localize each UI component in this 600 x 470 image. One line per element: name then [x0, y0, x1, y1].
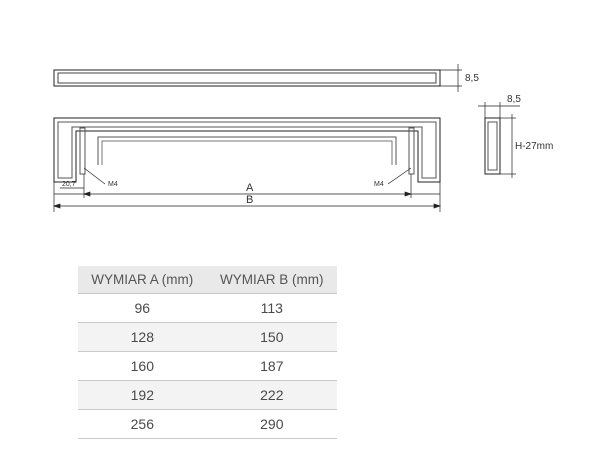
cell-b: 113 — [206, 293, 337, 323]
table-row: 256 290 — [78, 409, 337, 439]
handle-front-view — [53, 117, 441, 183]
cell-b: 222 — [206, 380, 337, 410]
cell-a: 160 — [78, 351, 207, 381]
cell-a: 192 — [78, 380, 207, 410]
table-row: 160 187 — [78, 351, 337, 381]
table-header-row: WYMIAR A (mm) WYMIAR B (mm) — [78, 266, 337, 294]
cell-a: 256 — [78, 409, 207, 439]
top-thickness-label: 8,5 — [465, 73, 479, 84]
inner-length-label: A — [246, 182, 254, 194]
thread-left-label: M4 — [108, 181, 118, 188]
cell-a: 96 — [78, 293, 207, 323]
top-thickness-dimension — [440, 64, 462, 92]
technical-drawing: 8,5 8,5 H-27mm A B M4 M4 20,7 — [52, 64, 553, 212]
dimensions-table: WYMIAR A (mm) WYMIAR B (mm) 96 113 128 1… — [78, 266, 337, 439]
cell-b: 187 — [206, 351, 337, 381]
height-label: H-27mm — [515, 141, 553, 152]
cell-a: 128 — [78, 322, 207, 352]
length-dimensions — [52, 167, 442, 212]
end-offset-label: 20,7 — [62, 181, 76, 188]
cell-b: 150 — [206, 322, 337, 352]
outer-length-label: B — [246, 194, 253, 206]
header-wymiar-b: WYMIAR B (mm) — [206, 266, 337, 294]
table-row: 128 150 — [78, 322, 337, 352]
thread-right-label: M4 — [374, 181, 384, 188]
cell-b: 290 — [206, 409, 337, 439]
header-wymiar-a: WYMIAR A (mm) — [78, 266, 207, 294]
side-thickness-label: 8,5 — [507, 94, 521, 105]
handle-side-view — [484, 117, 501, 175]
handle-top-view — [53, 69, 441, 87]
table-row: 96 113 — [78, 293, 337, 323]
table-row: 192 222 — [78, 380, 337, 410]
side-dimensions — [478, 102, 520, 178]
